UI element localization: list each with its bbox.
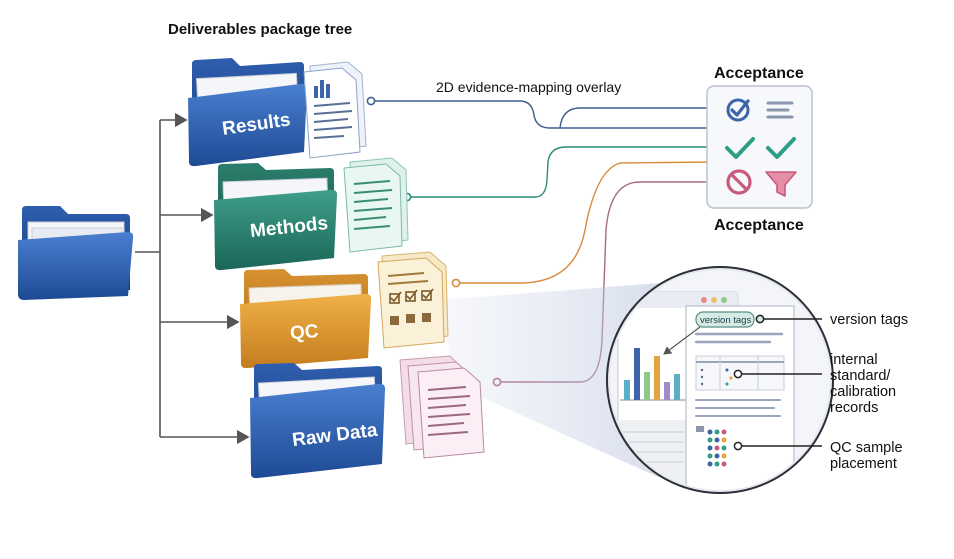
filter-icon (765, 171, 797, 197)
overlay-label: 2D evidence-mapping overlay (436, 79, 621, 95)
raw-data-folder-icon[interactable]: Raw Data (250, 363, 386, 479)
acceptance-label-top: Acceptance (714, 65, 804, 82)
results-folder-icon[interactable]: Results (188, 58, 308, 167)
callout-lines (738, 318, 822, 447)
checkmark-circle-icon (726, 98, 750, 122)
list-icon (766, 101, 794, 119)
tree-connectors (135, 112, 250, 445)
root-folder-icon[interactable] (18, 206, 134, 300)
svg-text:placement: placement (830, 456, 897, 472)
checkmark-icon (725, 137, 755, 159)
qc-sample-grid (707, 429, 727, 467)
methods-document-icon[interactable] (343, 157, 409, 253)
svg-text:records: records (830, 400, 878, 416)
acceptance-panel (706, 85, 813, 209)
checkmark-icon (766, 137, 796, 159)
acceptance-label-bottom: Acceptance (714, 217, 804, 234)
raw-data-document-icon[interactable] (399, 355, 485, 459)
callout-version-tags: version tags (830, 312, 908, 328)
mini-bar-chart (620, 348, 686, 401)
svg-text:calibration: calibration (830, 384, 896, 400)
svg-text:internal: internal (830, 352, 878, 368)
svg-text:standard/: standard/ (830, 368, 891, 384)
callout-dots (733, 314, 765, 451)
version-tag-pill: version tags (700, 315, 751, 326)
results-document-icon[interactable] (303, 61, 367, 159)
window-maximize-icon (721, 297, 727, 303)
window-close-icon (701, 297, 707, 303)
qc-folder-label: QC (289, 321, 319, 344)
zoom-cone (440, 283, 660, 478)
qc-folder-icon[interactable]: QC (240, 269, 372, 369)
callout-internal-standard: internal standard/ calibration records (830, 352, 896, 416)
svg-text:QC sample: QC sample (830, 440, 903, 456)
qc-document-icon[interactable] (377, 251, 449, 349)
callout-qc-sample: QC sample placement (830, 440, 903, 472)
reject-icon (726, 169, 752, 195)
diagram-title: Deliverables package tree (168, 21, 352, 38)
window-minimize-icon (711, 297, 717, 303)
methods-folder-icon[interactable]: Methods (214, 163, 338, 271)
zoom-inset: version tags (606, 266, 834, 494)
